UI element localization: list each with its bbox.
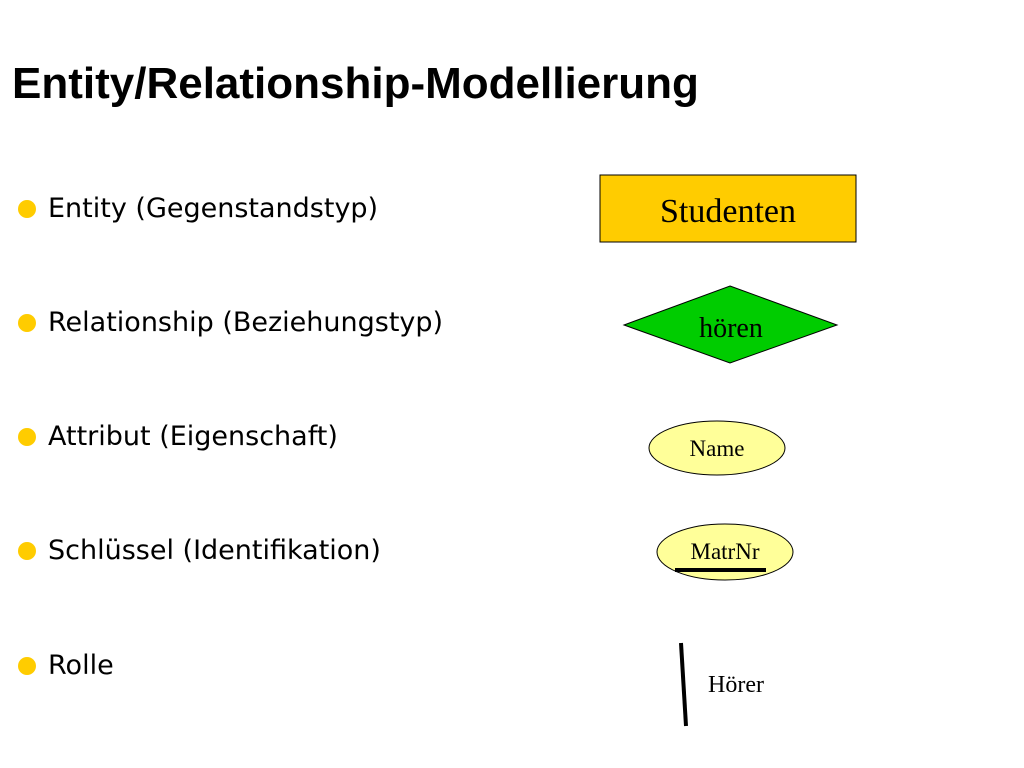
bullet-item-relationship: Relationship (Beziehungstyp) [18,307,443,338]
bullet-text: Entity (Gegenstandstyp) [48,193,379,224]
bullet-item-rolle: Rolle [18,650,114,681]
key-attribute-symbol: MatrNr [656,523,794,581]
role-line [679,642,688,727]
key-attribute-label: MatrNr [691,539,760,564]
relationship-symbol: hören [622,285,839,364]
relationship-diamond [622,285,839,364]
bullet-list: Entity (Gegenstandstyp) Relationship (Be… [18,193,443,681]
slide-title: Entity/Relationship-Modellierung [12,59,699,108]
role-symbol: Hörer [679,642,764,727]
bullet-item-entity: Entity (Gegenstandstyp) [18,193,378,224]
attribute-symbol: Name [648,420,786,476]
bullet-text: Attribut (Eigenschaft) [48,421,338,452]
role-label: Hörer [708,672,764,698]
bullet-text: Rolle [48,650,114,681]
bullet-dot-icon [18,541,36,560]
entity-label: Studenten [660,193,796,230]
attribute-ellipse [648,420,786,476]
bullet-item-attribut: Attribut (Eigenschaft) [18,421,338,452]
bullet-dot-icon [18,427,36,446]
bullet-dot-icon [18,199,36,218]
bullet-text: Schlüssel (Identifikation) [48,535,381,566]
bullet-dot-icon [18,656,36,675]
bullet-dot-icon [18,313,36,332]
bullet-item-schluessel: Schlüssel (Identifikation) [18,535,381,566]
entity-symbol: Studenten [599,174,857,243]
entity-rectangle [599,174,857,243]
relationship-label: hören [699,313,763,344]
attribute-label: Name [690,436,745,461]
key-attribute-ellipse [656,523,794,581]
bullet-text: Relationship (Beziehungstyp) [48,307,444,338]
